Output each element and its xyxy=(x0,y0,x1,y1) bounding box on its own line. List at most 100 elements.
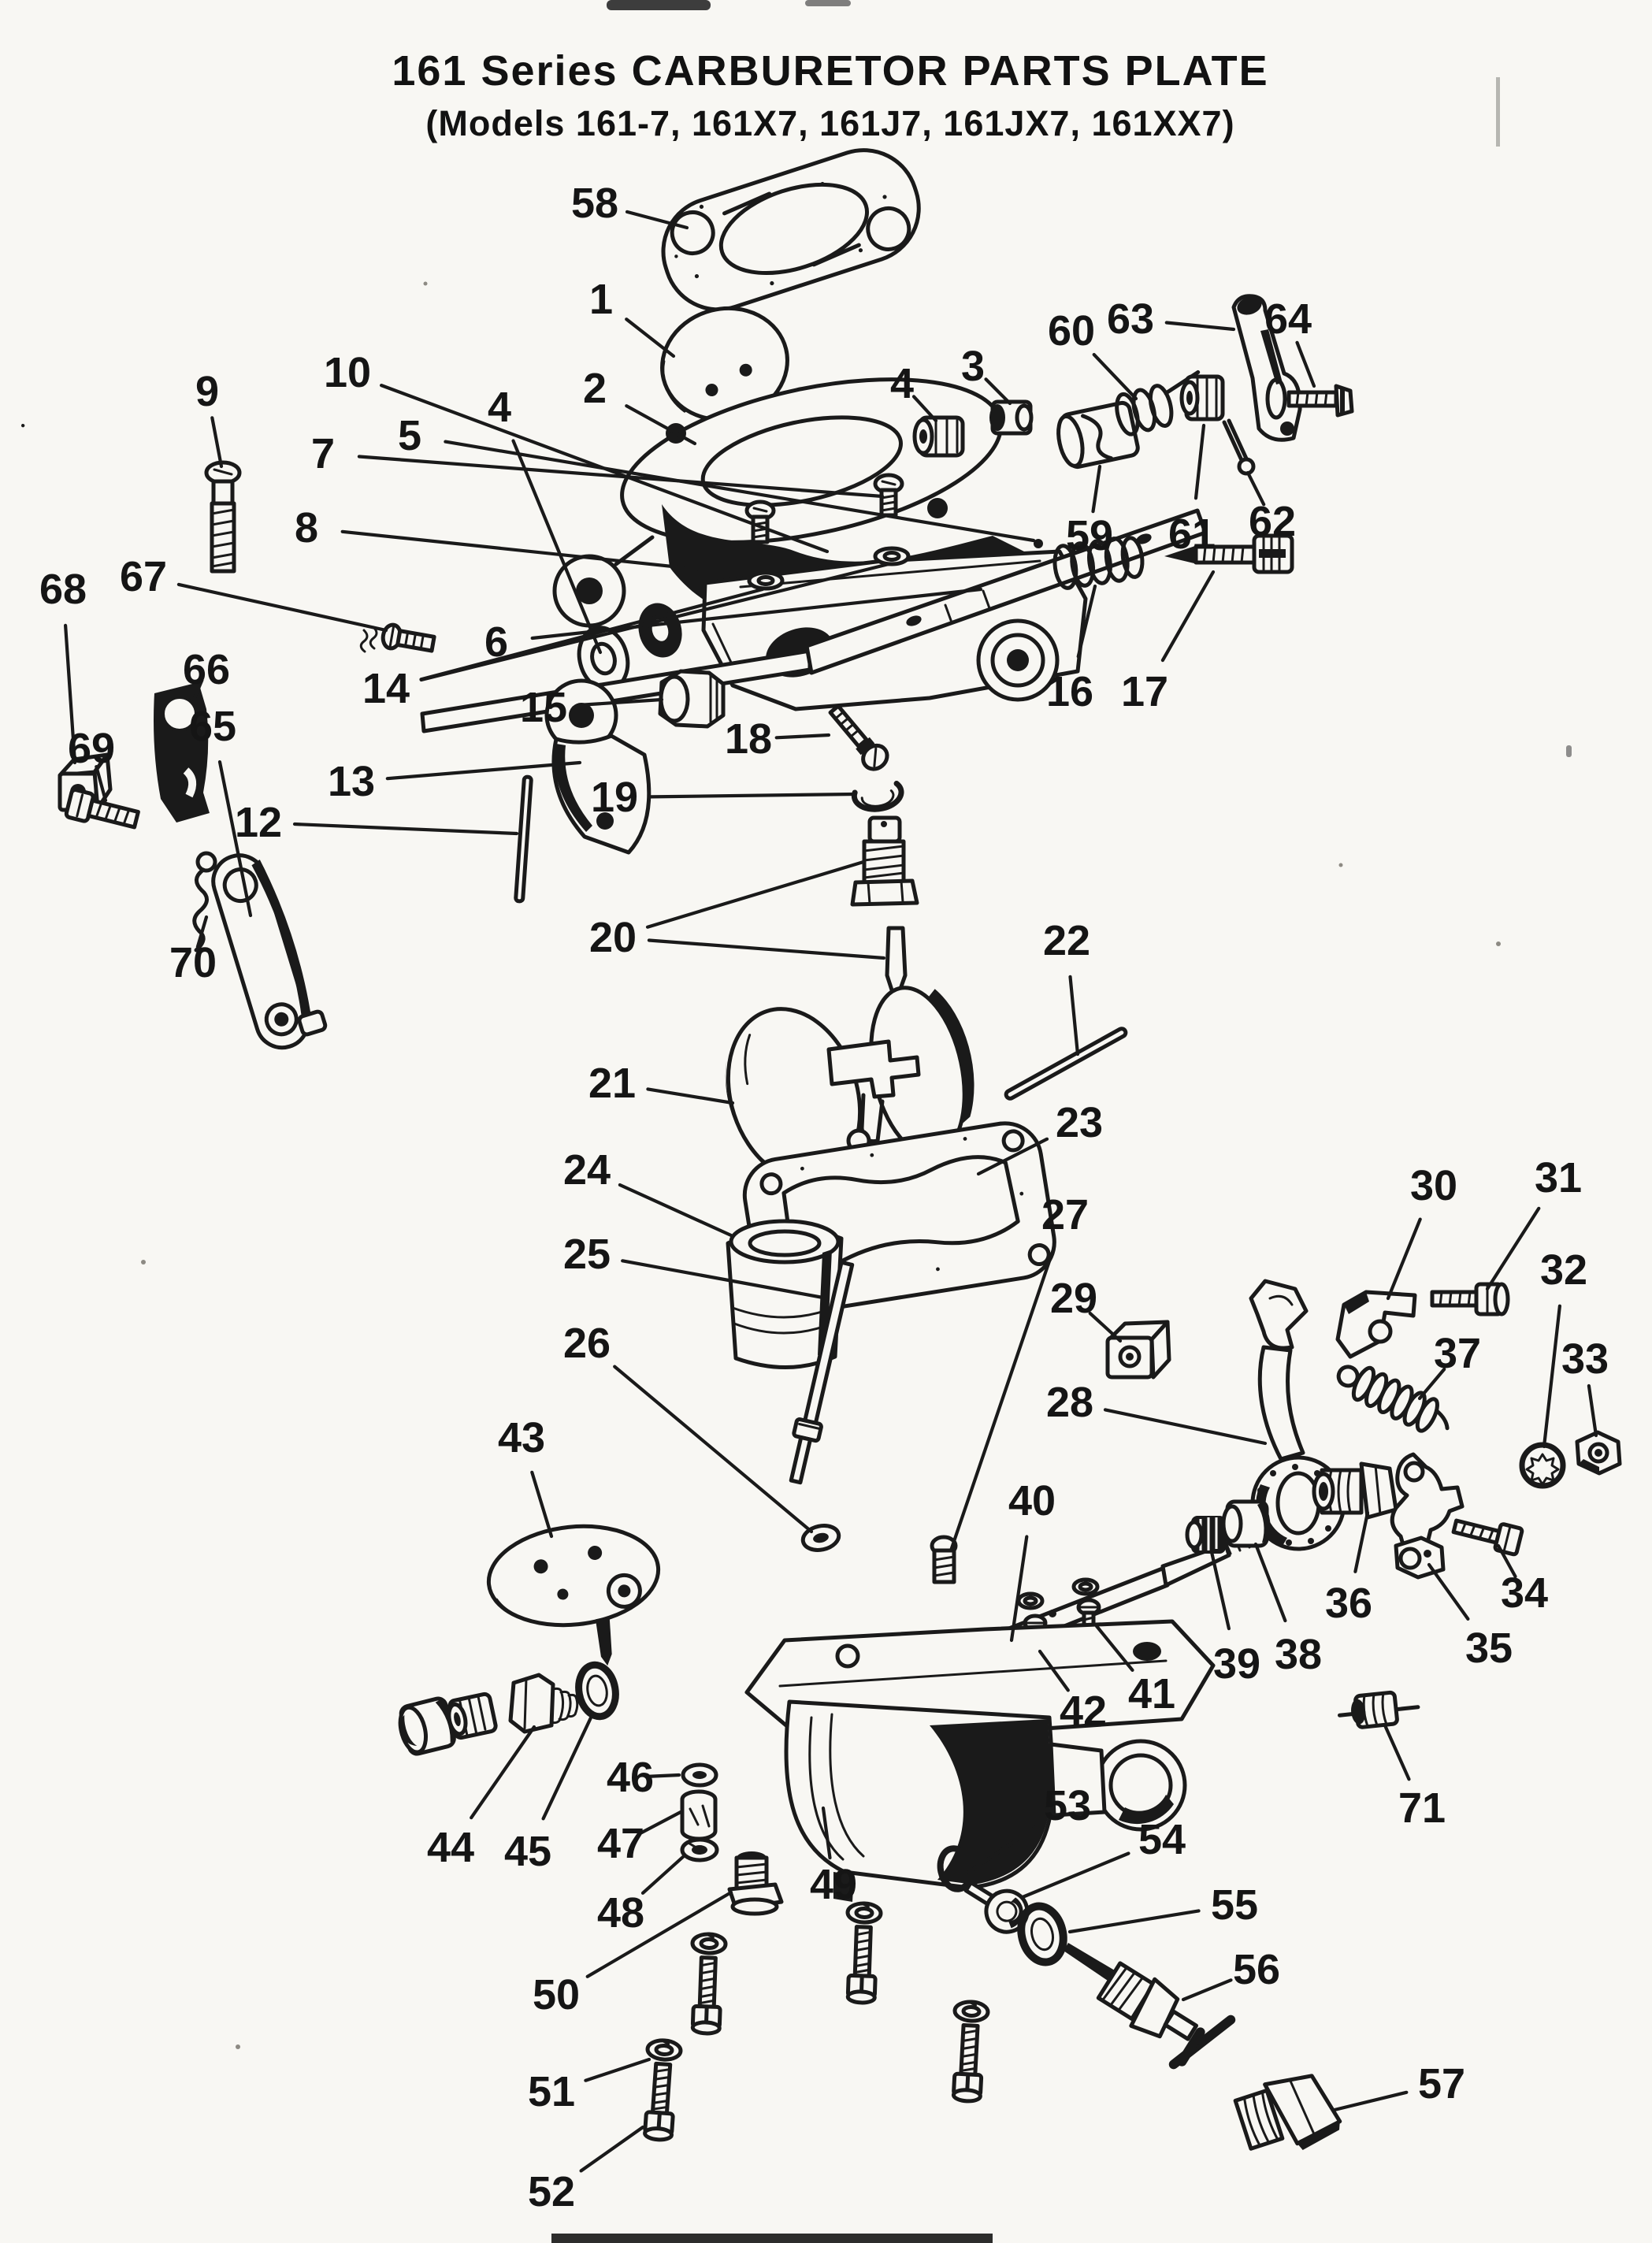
part-label-70: 70 xyxy=(169,939,217,986)
part-label-14: 14 xyxy=(362,665,410,712)
leader-line-56 xyxy=(1181,1978,1233,2002)
part-label-28: 28 xyxy=(1046,1379,1093,1426)
part-59-drawing xyxy=(1056,400,1140,470)
part-label-36: 36 xyxy=(1325,1580,1372,1627)
part-63-drawing xyxy=(1231,294,1302,442)
part-41-washer xyxy=(1074,1580,1097,1594)
part-53-drawing xyxy=(937,1845,974,1892)
part-4-left-drawing xyxy=(577,626,630,692)
part-39-right-drawing xyxy=(1185,1516,1226,1554)
leader-line-10 xyxy=(380,384,830,554)
part-58-drawing xyxy=(20,148,921,428)
part-22-drawing xyxy=(1004,1027,1128,1101)
part-label-55: 55 xyxy=(1211,1881,1258,1929)
part-label-46: 46 xyxy=(607,1754,654,1801)
part-37-drawing xyxy=(1336,1365,1450,1433)
part-label-37: 37 xyxy=(1434,1330,1481,1377)
part-label-71: 71 xyxy=(1398,1784,1446,1832)
leader-line-61 xyxy=(1194,423,1206,500)
part-label-15: 15 xyxy=(520,684,567,731)
part-57-drawing xyxy=(1233,2074,1342,2151)
part-label-23: 23 xyxy=(1056,1099,1103,1146)
leader-line-4 xyxy=(911,395,938,423)
leader-line-65 xyxy=(217,759,253,918)
leader-line-36 xyxy=(1353,1510,1370,1573)
part-label-66: 66 xyxy=(183,646,230,693)
leader-line-43 xyxy=(530,1470,554,1539)
part-label-22: 22 xyxy=(1043,917,1090,964)
leader-line-66 xyxy=(191,678,204,702)
part-42-washer xyxy=(1019,1594,1042,1608)
part-label-43: 43 xyxy=(498,1414,545,1461)
part-31-drawing xyxy=(1430,1282,1510,1316)
part-29-drawing xyxy=(1105,1320,1171,1380)
part-56-drawing xyxy=(1064,1943,1236,2070)
leader-line-22 xyxy=(1068,975,1080,1057)
part-17-drawing xyxy=(1164,533,1294,574)
part-label-34: 34 xyxy=(1501,1569,1548,1617)
part-48-drawing xyxy=(680,1837,719,1862)
part-label-40: 40 xyxy=(1008,1477,1056,1524)
part-label-5: 5 xyxy=(398,412,421,459)
leader-line-30 xyxy=(1386,1217,1422,1301)
part-51-52-screw-set xyxy=(641,2040,681,2141)
part-33-drawing xyxy=(1575,1430,1622,1476)
leader-line-41 xyxy=(1094,1624,1134,1672)
leader-line-28 xyxy=(1103,1408,1268,1446)
leader-line-13 xyxy=(385,760,582,781)
part-21-drawing xyxy=(725,986,974,1183)
part-label-24: 24 xyxy=(563,1146,611,1194)
part-7-screw-drawing xyxy=(744,499,776,544)
leader-line-17 xyxy=(1160,570,1216,663)
part-label-48: 48 xyxy=(597,1889,644,1937)
leader-line-32 xyxy=(1542,1304,1562,1449)
part-49-drawing xyxy=(744,1619,1216,1902)
leader-line-53 xyxy=(967,1824,1039,1874)
leader-line-68 xyxy=(63,623,77,765)
part-label-32: 32 xyxy=(1540,1246,1587,1294)
leader-line-39 xyxy=(1209,1550,1231,1631)
part-label-27: 27 xyxy=(1041,1191,1089,1238)
part-label-67: 67 xyxy=(120,553,167,600)
leader-line-45 xyxy=(541,1712,595,1821)
scan-artifacts xyxy=(141,0,1572,2243)
part-label-68: 68 xyxy=(39,566,87,613)
leader-line-2 xyxy=(625,404,697,446)
part-52-screw-a xyxy=(689,1933,726,2033)
leader-line-31 xyxy=(1485,1206,1541,1291)
part-30-drawing xyxy=(1335,1290,1417,1359)
part-label-50: 50 xyxy=(533,1971,580,2018)
part-34-drawing xyxy=(1451,1518,1524,1557)
part-5-washer-drawing xyxy=(638,603,682,658)
part-55-drawing xyxy=(1017,1902,1067,1966)
part-label-31: 31 xyxy=(1535,1154,1582,1201)
part-label-7: 7 xyxy=(311,430,335,477)
leader-line-3 xyxy=(984,377,1012,406)
part-label-42: 42 xyxy=(1060,1688,1107,1735)
leader-line-38 xyxy=(1253,1542,1287,1623)
part-46-drawing xyxy=(681,1762,718,1788)
part-45-drawing xyxy=(575,1661,619,1721)
part-65-drawing xyxy=(211,853,328,1050)
part-44-drawing xyxy=(508,1673,579,1734)
part-label-51: 51 xyxy=(528,2068,575,2115)
leader-line-58 xyxy=(625,210,689,230)
part-35-drawing xyxy=(1390,1452,1465,1580)
part-label-6: 6 xyxy=(484,618,508,666)
leader-line-52 xyxy=(579,2125,645,2173)
part-9-drawing xyxy=(204,460,242,574)
leader-line-54 xyxy=(1020,1851,1130,1899)
part-4-right-drawing xyxy=(912,415,965,458)
part-label-47: 47 xyxy=(597,1820,644,1867)
leader-line-63 xyxy=(1164,321,1236,332)
leader-line-57 xyxy=(1332,2090,1409,2112)
part-69-drawing xyxy=(64,788,140,830)
leader-line-9 xyxy=(210,416,224,469)
leader-line-71 xyxy=(1383,1723,1411,1781)
part-32-drawing xyxy=(1519,1442,1566,1489)
part-label-29: 29 xyxy=(1050,1275,1097,1322)
part-label-44: 44 xyxy=(427,1824,474,1871)
